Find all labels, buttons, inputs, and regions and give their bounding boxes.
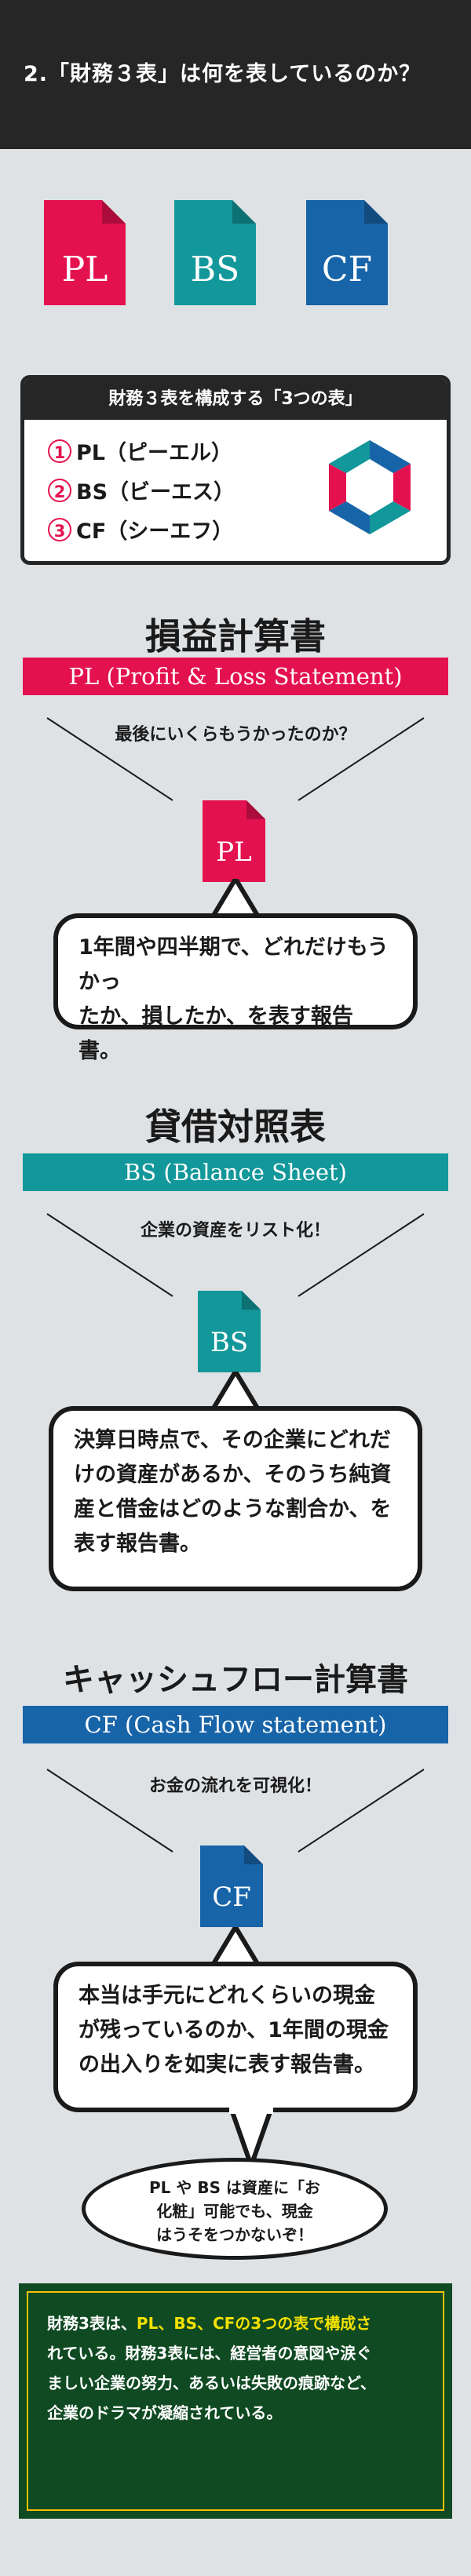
number-badge: 3 xyxy=(48,518,71,541)
pl-icon-label: PL xyxy=(216,836,252,868)
bubble-pointer xyxy=(212,1372,259,1411)
number-badge: 1 xyxy=(48,439,71,463)
conclusion-line: れている。財務3表には、経営者の意図や涙ぐ xyxy=(47,2344,372,2363)
conclusion-line: 財務3表は、 xyxy=(47,2314,137,2333)
list-item-text: CF（シーエフ） xyxy=(76,519,234,544)
bubble-line: 表す報告書。 xyxy=(74,1532,201,1556)
bs-document-icon: BS xyxy=(198,1291,261,1372)
banner-bs: BS (Balance Sheet) xyxy=(23,1153,448,1191)
bubble-line: たか、損したか、を表す報告書。 xyxy=(78,1004,353,1063)
oval-line: PL や BS は資産に「お xyxy=(149,2178,320,2197)
bubble-line: 1年間や四半期で、どれだけもうかっ xyxy=(78,935,389,994)
bubble-pointer xyxy=(212,1927,259,1966)
oval-bubble: PL や BS は資産に「お 化粧」可能でも、現金 はうそをつかないぞ！ xyxy=(82,2158,388,2260)
caption-bs: 企業の資産をリスト化！ xyxy=(140,1221,330,1241)
pl-document-icon: PL xyxy=(44,200,126,305)
list-item-text: BS（ビーエス） xyxy=(76,480,236,505)
bubble-line: 決算日時点で、その企業にどれだ xyxy=(74,1428,391,1452)
speech-bubble-pl: 1年間や四半期で、どれだけもうかっ たか、損したか、を表す報告書。 xyxy=(53,913,418,1063)
list-item-text: PL（ピーエル） xyxy=(76,441,232,465)
bubble-line: の出入りを如実に表す報告書。 xyxy=(78,2053,375,2077)
section-title-bs: 貸借対照表 xyxy=(145,1106,326,1148)
bubble-line: 本当は手元にどれくらいの現金 xyxy=(78,1984,375,2008)
bs-document-icon: BS xyxy=(174,200,256,305)
conclusion-line: 企業のドラマが凝縮されている。 xyxy=(47,2403,283,2422)
bubble-pointer xyxy=(212,879,259,918)
bs-icon-label: BS xyxy=(190,250,240,290)
bubble-line: 産と借金はどのような割合か、を xyxy=(74,1497,392,1521)
oval-line: 化粧」可能でも、現金 xyxy=(156,2202,313,2221)
oval-line: はうそをつかないぞ！ xyxy=(156,2225,313,2244)
number-badge: 2 xyxy=(48,479,71,502)
pl-document-icon: PL xyxy=(203,800,265,882)
cf-icon-label: CF xyxy=(212,1882,251,1913)
bubble-line: が残っているのか、1年間の現金 xyxy=(78,2018,389,2042)
cycle-logo-icon xyxy=(329,440,411,534)
conclusion-text: 財務3表は、PL、BS、CFの3つの表で構成さ れている。財務3表には、経営者の… xyxy=(27,2291,444,2511)
header-bar: 2.「財務３表」は何を表しているのか？ xyxy=(0,0,471,149)
connector-lines xyxy=(46,1769,425,1853)
pl-icon-label: PL xyxy=(61,250,108,290)
banner-cf: CF (Cash Flow statement) xyxy=(23,1706,448,1743)
caption-pl: 最後にいくらもうかったのか？ xyxy=(115,725,356,745)
connector-lines xyxy=(46,1213,425,1297)
speech-bubble-bs: 決算日時点で、その企業にどれだ けの資産があるか、そのうち純資 産と借金はどのよ… xyxy=(49,1406,422,1591)
bs-icon-label: BS xyxy=(210,1327,249,1358)
cf-document-icon: CF xyxy=(200,1845,263,1927)
speech-bubble-cf: 本当は手元にどれくらいの現金 が残っているのか、1年間の現金 の出入りを如実に表… xyxy=(53,1962,418,2112)
bubble-line: けの資産があるか、そのうち純資 xyxy=(74,1463,392,1487)
cf-document-icon: CF xyxy=(306,200,388,305)
bubble-tail xyxy=(228,2108,275,2170)
caption-cf: お金の流れを可視化！ xyxy=(148,1776,322,1796)
page-title: 2.「財務３表」は何を表しているのか？ xyxy=(24,62,422,86)
banner-pl: PL (Profit & Loss Statement) xyxy=(23,658,448,695)
three-statements-heading: 財務３表を構成する「3つの表」 xyxy=(24,379,447,420)
section-title-pl: 損益計算書 xyxy=(145,615,326,658)
conclusion-line: ましい企業の努力、あるいは失敗の痕跡など、 xyxy=(47,2374,376,2392)
connector-lines xyxy=(46,717,425,801)
conclusion-highlight: PL、BS、CFの3つの表で構成さ xyxy=(136,2314,372,2333)
conclusion-box: 財務3表は、PL、BS、CFの3つの表で構成さ れている。財務3表には、経営者の… xyxy=(19,2283,452,2519)
section-title-cf: キャッシュフロー計算書 xyxy=(63,1662,408,1698)
cf-icon-label: CF xyxy=(321,250,373,290)
